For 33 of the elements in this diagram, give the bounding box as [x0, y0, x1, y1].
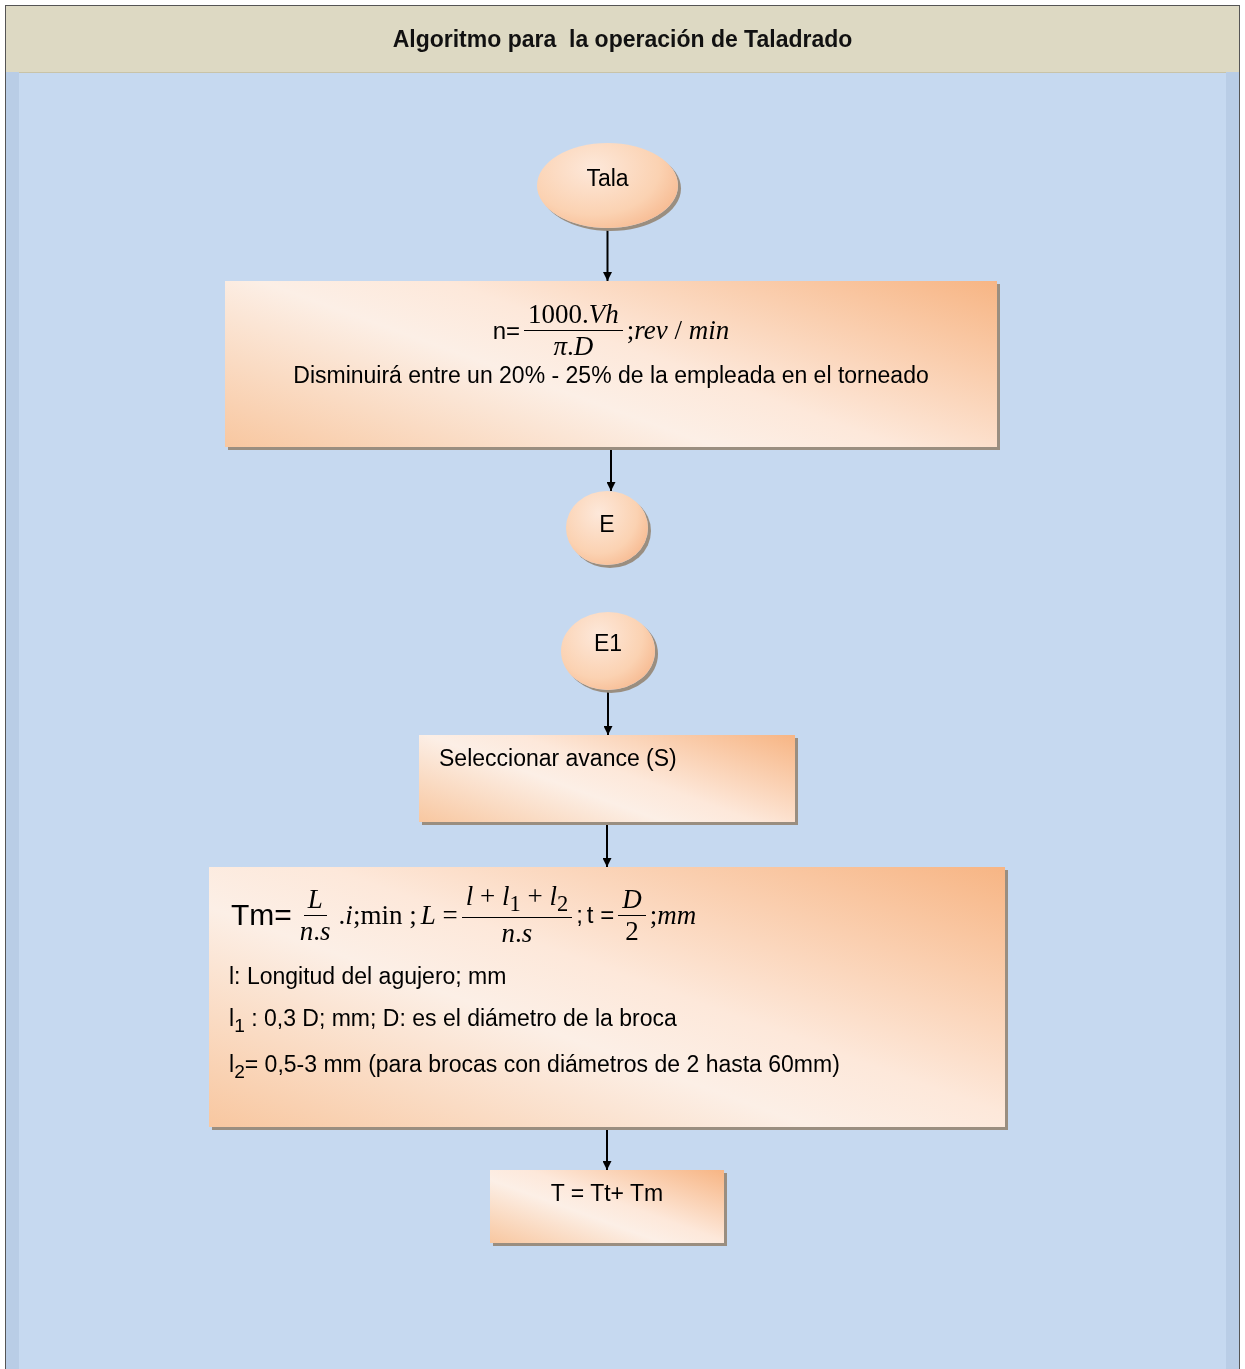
- formula-text: n=: [491, 316, 522, 345]
- arrow: [602, 824, 612, 868]
- arrow: [606, 449, 616, 492]
- formula-text: L =: [419, 899, 459, 931]
- formula-text: .i;min ;: [337, 899, 418, 931]
- formula-text: ;: [575, 901, 584, 930]
- process-box: [490, 1170, 724, 1243]
- numerator: D: [618, 883, 646, 916]
- node-label: l$_{2}$= 0,5-3 mm (para brocas con diámetros de 2 hasta 60mm): [229, 1050, 841, 1083]
- arrow: [602, 1129, 612, 1171]
- node-label: Tala: [586, 165, 629, 193]
- node-label: Seleccionar avance (S): [439, 745, 678, 773]
- process-box: [209, 867, 1005, 1127]
- node-label: l$_{1}$ : 0,3 D; mm; D: es el diámetro de la broca: [229, 1004, 678, 1037]
- formula-text: t =: [585, 901, 616, 930]
- formula-text: Tm=: [230, 898, 293, 933]
- node-label: E1: [593, 630, 623, 658]
- node-label: Disminuirá entre un 20% - 25% de la empleada en el torneado: [292, 362, 930, 390]
- node-label: T = Tt+ Tm: [549, 1180, 665, 1208]
- formula-text: ;mm: [648, 899, 698, 931]
- denominator: n.s: [500, 918, 534, 950]
- process-box: [419, 735, 795, 822]
- node-label: l: Longitud del agujero; mm: [229, 963, 508, 991]
- node-label: E: [599, 511, 615, 539]
- denominator: π.D: [552, 331, 595, 363]
- title: Algoritmo para la operación de Taladrado: [392, 25, 853, 53]
- numerator: l + l$_{1}$ + l$_{2}$: [461, 881, 573, 919]
- numerator: 1000.Vh: [524, 299, 623, 332]
- numerator: L: [303, 883, 327, 916]
- denominator: n.s: [298, 915, 332, 947]
- denominator: 2: [624, 915, 640, 947]
- formula-text: ;rev / min: [625, 315, 731, 347]
- process-box: [225, 281, 997, 447]
